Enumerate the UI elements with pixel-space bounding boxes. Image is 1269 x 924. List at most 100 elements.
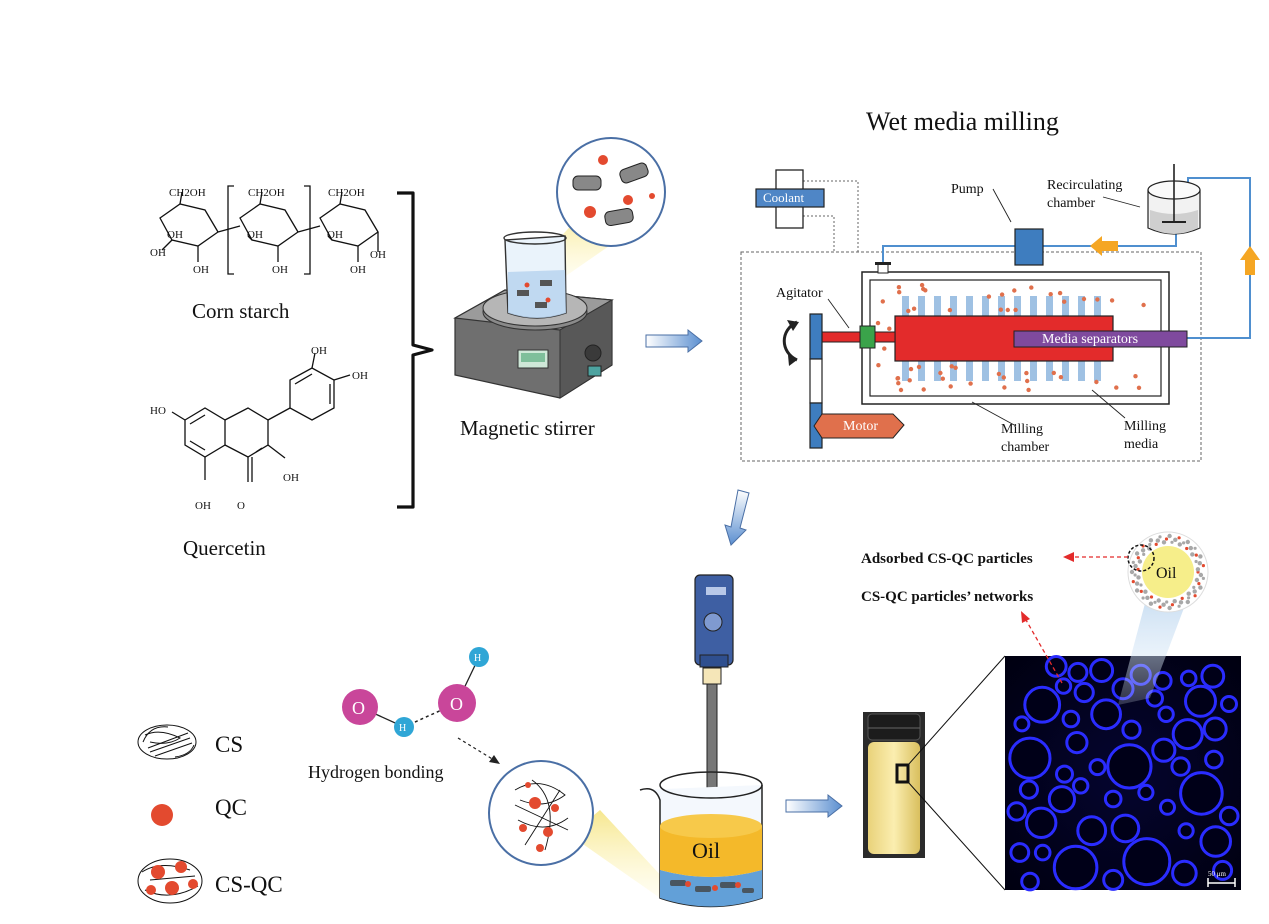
milling-bead bbox=[896, 381, 901, 386]
zoom-line-top bbox=[907, 655, 1006, 766]
shell-particle bbox=[1158, 535, 1162, 539]
shell-particle bbox=[1170, 603, 1174, 607]
micro-droplet bbox=[1202, 716, 1228, 742]
milling-bead bbox=[1136, 385, 1142, 390]
magnetic-stirrer bbox=[453, 205, 625, 399]
shell-particle bbox=[1145, 595, 1150, 600]
quercetin-label: Quercetin bbox=[183, 536, 266, 560]
milling-bead bbox=[1081, 296, 1087, 302]
milling-bead bbox=[1001, 375, 1006, 380]
quercetin-group-labels: OH OH HO OH OH O bbox=[150, 345, 368, 512]
shell-particle bbox=[1148, 542, 1152, 547]
zoom-line-bottom bbox=[907, 781, 1006, 891]
shell-particle bbox=[1193, 594, 1197, 598]
legend-csqc-icon bbox=[137, 858, 203, 904]
grouping-brace bbox=[397, 191, 434, 509]
title-wet-media-milling: Wet media milling bbox=[866, 107, 1059, 136]
magnetic-stirrer-label: Magnetic stirrer bbox=[460, 416, 595, 440]
shell-particle bbox=[1148, 538, 1154, 543]
micro-droplet bbox=[1033, 843, 1052, 862]
agitator-paddle bbox=[1078, 361, 1085, 381]
milling-bead bbox=[1025, 378, 1030, 384]
hydrogen-bonding-label: Hydrogen bonding bbox=[308, 762, 443, 782]
qc-group-label: HO bbox=[150, 405, 166, 417]
agitator-paddle bbox=[918, 361, 925, 381]
milling-bead bbox=[916, 364, 922, 370]
milling-bead bbox=[1002, 385, 1007, 390]
milling-bead bbox=[896, 285, 902, 290]
arrow-stirrer-to-milling bbox=[645, 328, 703, 354]
milling-bead bbox=[1005, 307, 1010, 313]
milling-bead bbox=[875, 320, 881, 326]
milling-media-label-line2: media bbox=[1124, 437, 1159, 452]
shell-particle bbox=[1194, 553, 1198, 557]
shell-particle bbox=[1172, 599, 1177, 604]
shell-particle bbox=[1185, 539, 1191, 545]
shell-particle bbox=[1167, 605, 1172, 611]
milling-bead bbox=[947, 307, 953, 313]
legend-qc-icon bbox=[151, 804, 173, 826]
shell-particle bbox=[1192, 589, 1197, 594]
micro-droplet bbox=[1157, 705, 1175, 723]
micro-droplet bbox=[1212, 859, 1234, 881]
micro-droplet bbox=[1199, 825, 1232, 858]
agitator-paddle bbox=[1078, 296, 1085, 316]
milling-bead bbox=[1141, 302, 1146, 308]
milling-bead bbox=[1062, 299, 1067, 304]
milling-bead bbox=[948, 384, 953, 389]
micro-droplet bbox=[1076, 815, 1108, 847]
milling-chamber-label-line2: chamber bbox=[1001, 440, 1050, 455]
agitator-paddle bbox=[966, 361, 973, 381]
micro-droplet bbox=[1020, 871, 1040, 892]
particle-zoom-circle bbox=[556, 137, 666, 247]
oil-droplet-label: Oil bbox=[1156, 565, 1177, 582]
cs-group-label: OH bbox=[167, 229, 183, 241]
micro-droplet bbox=[1072, 777, 1090, 795]
recirculating-label-line2: chamber bbox=[1047, 196, 1096, 211]
milling-bead bbox=[938, 370, 943, 376]
shell-particle bbox=[1129, 569, 1135, 575]
shell-particle bbox=[1142, 552, 1146, 557]
scale-bar bbox=[1207, 878, 1236, 887]
shell-particle bbox=[1158, 605, 1162, 609]
shell-particle bbox=[1161, 602, 1166, 607]
micro-droplet bbox=[1023, 685, 1062, 724]
agitator-paddle bbox=[998, 361, 1005, 381]
flow-arrow-left bbox=[1090, 236, 1118, 256]
cs-group-label: OH bbox=[272, 264, 288, 276]
agitator-paddle bbox=[1046, 296, 1053, 316]
micro-droplet bbox=[1008, 736, 1052, 780]
micro-droplet bbox=[1184, 684, 1217, 718]
micro-droplet bbox=[1137, 783, 1155, 802]
oil-layer-label: Oil bbox=[692, 838, 720, 863]
micro-droplet bbox=[1220, 695, 1238, 713]
micro-droplet bbox=[1025, 806, 1058, 839]
milling-bead bbox=[1024, 370, 1029, 376]
milling-bead bbox=[897, 290, 902, 295]
particle-networks-label: CS-QC particles’ networks bbox=[861, 589, 1033, 605]
micro-droplet bbox=[1110, 813, 1141, 844]
micro-droplet bbox=[1179, 669, 1198, 688]
shell-particle bbox=[1141, 596, 1145, 600]
micro-droplet bbox=[1047, 785, 1077, 814]
shell-particle bbox=[1190, 552, 1195, 557]
droplet-beam bbox=[1118, 592, 1190, 705]
milling-bead bbox=[895, 376, 900, 381]
agitator-paddle bbox=[902, 361, 909, 381]
shell-particle bbox=[1136, 556, 1140, 560]
shell-particle bbox=[1186, 591, 1191, 596]
milling-bead bbox=[876, 363, 881, 368]
shell-particle bbox=[1194, 577, 1200, 583]
micro-droplet bbox=[1151, 737, 1177, 763]
milling-bead bbox=[1058, 375, 1064, 380]
milling-bead bbox=[907, 378, 912, 383]
qc-group-label: OH bbox=[283, 472, 299, 484]
agitator-paddle bbox=[1014, 361, 1021, 381]
agitator-paddle bbox=[1094, 361, 1101, 381]
shell-particle bbox=[1193, 546, 1197, 550]
shell-particle bbox=[1149, 595, 1154, 599]
agitator-paddles bbox=[902, 296, 1101, 381]
milling-media-label-line1: Milling bbox=[1124, 419, 1166, 434]
milling-bead bbox=[996, 371, 1002, 377]
agitator-paddle bbox=[950, 361, 957, 381]
